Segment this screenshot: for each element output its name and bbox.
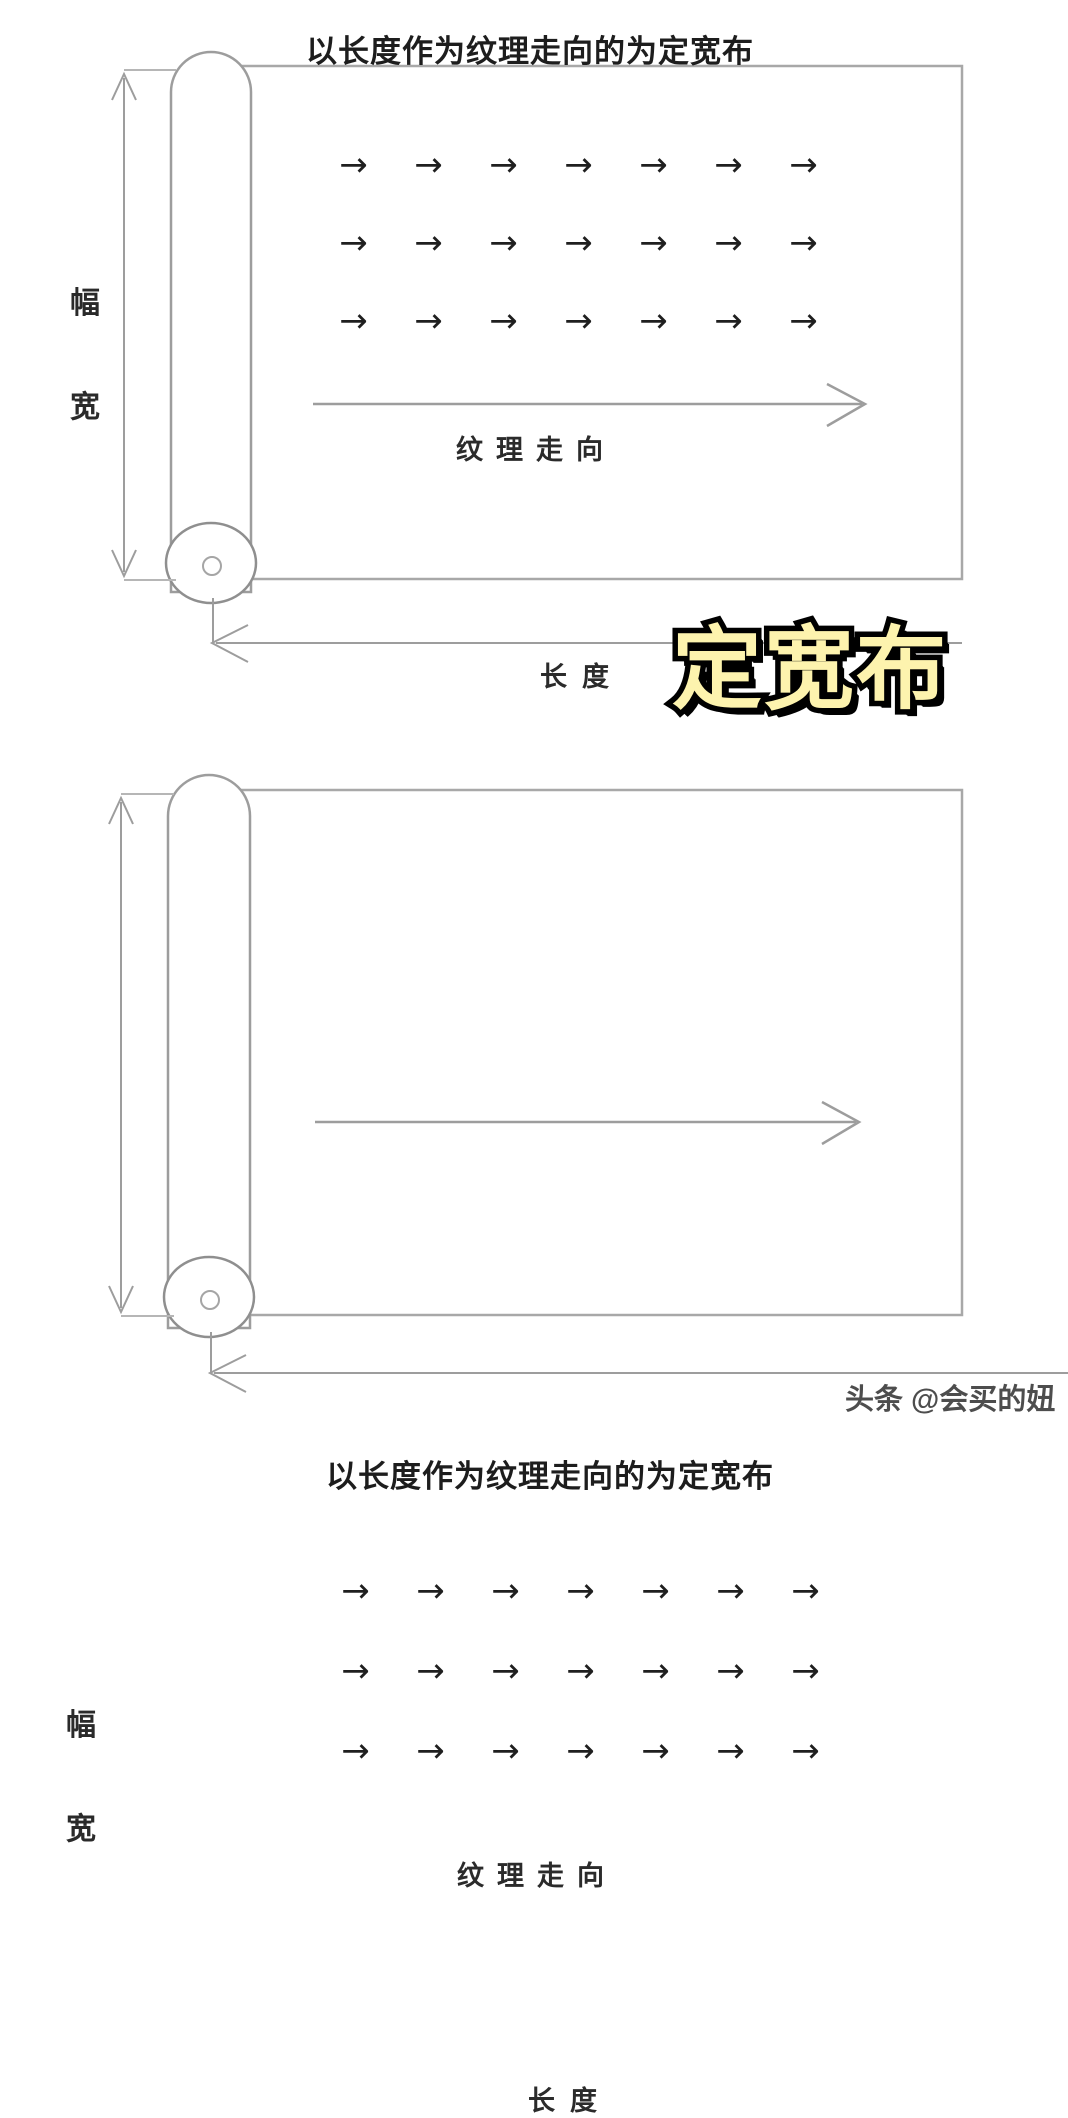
width-dimension-arrow-2 [108,793,174,1317]
right-arrow-icon: → [414,223,443,263]
right-arrow-icon: → [714,223,743,263]
right-arrow-icon: → [414,145,443,185]
grain-arrow-row: → → → → → → → [318,1734,843,1768]
fabric-roll-drawing-2 [108,773,1068,1393]
right-arrow-icon: → [416,1571,445,1611]
right-arrow-icon: → [791,1571,820,1611]
grain-arrow-grid: → → → → → → → → → → → → → → → → → → [316,148,841,382]
right-arrow-icon: → [489,145,518,185]
grain-arrow-row: → → → → → → → [316,148,841,182]
right-arrow-icon: → [491,1651,520,1691]
right-arrow-icon: → [789,223,818,263]
right-arrow-icon: → [639,145,668,185]
right-arrow-icon: → [716,1651,745,1691]
length-dimension-arrow-2 [207,1332,1068,1393]
grain-arrow-row: → → → → → → → [316,226,841,260]
watermark-text: 头条 @会买的妞 [845,1384,1056,1416]
fabric-roll-core-circle [200,1290,220,1310]
width-label: 幅 宽 [70,287,100,424]
right-arrow-icon: → [639,223,668,263]
right-arrow-icon: → [339,145,368,185]
right-arrow-icon: → [339,301,368,341]
grain-direction-arrow-1 [313,382,868,428]
panel-title: 以长度作为纹理走向的为定宽布 [306,34,754,69]
grain-direction-label: 纹理走向 [456,435,616,465]
right-arrow-icon: → [789,301,818,341]
right-arrow-icon: → [416,1731,445,1771]
grain-direction-arrow-2 [315,1100,862,1146]
right-arrow-icon: → [641,1731,670,1771]
width-label: 幅 宽 [66,1709,96,1846]
right-arrow-icon: → [789,145,818,185]
right-arrow-icon: → [564,145,593,185]
length-label: 长度 [528,2086,612,2116]
right-arrow-icon: → [414,301,443,341]
right-arrow-icon: → [341,1651,370,1691]
right-arrow-icon: → [566,1651,595,1691]
right-arrow-icon: → [566,1731,595,1771]
length-label: 长度 [540,662,624,692]
right-arrow-icon: → [641,1651,670,1691]
right-arrow-icon: → [714,145,743,185]
right-arrow-icon: → [564,301,593,341]
length-dimension-arrow-1 [209,598,962,663]
grain-arrow-row: → → → → → → → [318,1574,843,1608]
right-arrow-icon: → [714,301,743,341]
fabric-roll-body [166,773,252,1330]
right-arrow-icon: → [791,1731,820,1771]
grain-arrow-grid: → → → → → → → → → → → → → → → → → → [318,1574,843,1814]
grain-arrow-row: → → → → → → → [318,1654,843,1688]
right-arrow-icon: → [716,1571,745,1611]
fabric-diagram-panel-1: 以长度作为纹理走向的为定宽布 幅 宽 → → → → → → → → → → →… [0,0,1068,712]
right-arrow-icon: → [641,1571,670,1611]
right-arrow-icon: → [489,301,518,341]
right-arrow-icon: → [341,1731,370,1771]
fabric-sheet-outline [223,788,964,1317]
fabric-roll-core-circle [202,556,222,576]
right-arrow-icon: → [491,1731,520,1771]
right-arrow-icon: → [791,1651,820,1691]
right-arrow-icon: → [416,1651,445,1691]
right-arrow-icon: → [491,1571,520,1611]
right-arrow-icon: → [339,223,368,263]
right-arrow-icon: → [716,1731,745,1771]
fabric-sheet-outline [226,64,964,581]
grain-arrow-row: → → → → → → → [316,304,841,338]
right-arrow-icon: → [489,223,518,263]
fabric-diagram-panel-2: 以长度作为纹理走向的为定宽布 幅 宽 → → → → → → → → → → →… [0,712,1068,2116]
overlay-sticker-text: 定宽布 [667,615,952,726]
fabric-roll-drawing-1 [111,50,964,663]
panel-title: 以长度作为纹理走向的为定宽布 [326,1459,774,1494]
right-arrow-icon: → [564,223,593,263]
fabric-roll-body [169,50,253,594]
right-arrow-icon: → [639,301,668,341]
right-arrow-icon: → [566,1571,595,1611]
width-dimension-arrow-1 [111,69,176,581]
right-arrow-icon: → [341,1571,370,1611]
grain-direction-label: 纹理走向 [457,1861,617,1891]
